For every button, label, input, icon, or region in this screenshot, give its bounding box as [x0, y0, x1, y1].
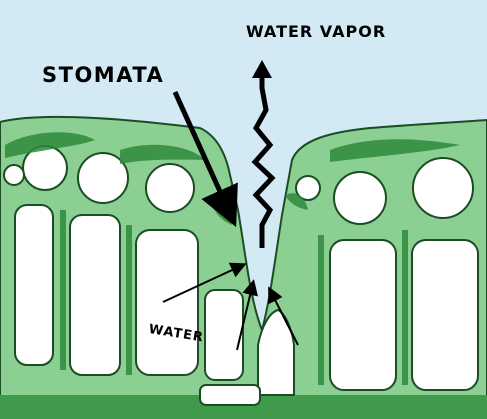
- water-vapor-label: WATER VAPOR: [246, 22, 386, 41]
- stomata-label: STOMATA: [42, 63, 164, 87]
